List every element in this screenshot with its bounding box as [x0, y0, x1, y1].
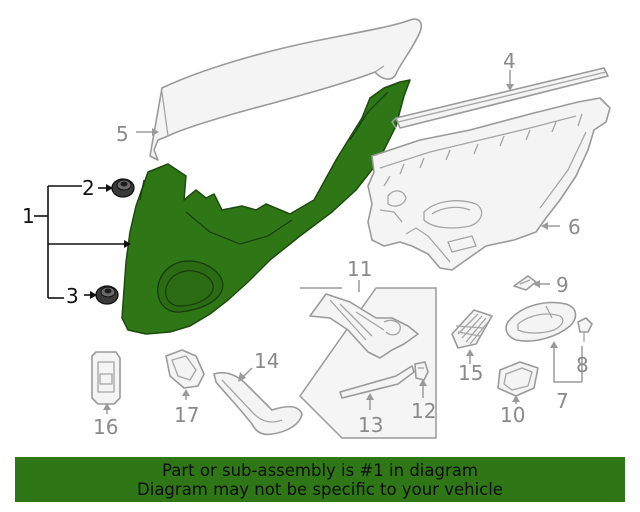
- fastener-3[interactable]: [95, 285, 119, 305]
- callout-5: 5: [116, 122, 129, 146]
- switch-bezel-17[interactable]: [165, 349, 205, 389]
- parts-diagram: 5 1 2 3 4: [22, 18, 611, 439]
- callout-4: 4: [503, 49, 516, 73]
- part-info-banner: Part or sub-assembly is #1 in diagram Di…: [15, 457, 625, 502]
- clip-12[interactable]: [414, 361, 429, 381]
- molding-14[interactable]: [213, 371, 303, 436]
- callout-13: 13: [358, 413, 383, 437]
- callout-7: 7: [556, 389, 569, 413]
- callout-6: 6: [568, 215, 581, 239]
- callout-10: 10: [500, 403, 525, 427]
- door-carrier[interactable]: [367, 97, 611, 271]
- callout-3: 3: [66, 284, 79, 308]
- armrest-bracket[interactable]: [309, 293, 419, 359]
- callout-8: 8: [576, 353, 589, 377]
- callout-15: 15: [458, 361, 483, 385]
- banner-line-1: Part or sub-assembly is #1 in diagram: [162, 461, 478, 480]
- door-handle-7[interactable]: [505, 301, 577, 342]
- switch-10[interactable]: [497, 361, 539, 397]
- clip-9[interactable]: [513, 275, 537, 291]
- callout-12: 12: [411, 399, 436, 423]
- fastener-2[interactable]: [111, 178, 135, 198]
- window-frame-trim[interactable]: [149, 18, 423, 161]
- banner-line-2: Diagram may not be specific to your vehi…: [137, 480, 503, 499]
- trim-strip-13[interactable]: [339, 365, 415, 399]
- callout-1: 1: [22, 204, 35, 228]
- callout-2: 2: [82, 176, 95, 200]
- callout-14: 14: [254, 349, 279, 373]
- callout-9: 9: [556, 273, 569, 297]
- screw-8[interactable]: [577, 317, 593, 342]
- door-trim-panel[interactable]: [121, 79, 411, 335]
- speaker-grille-15[interactable]: [451, 309, 493, 349]
- switch-module-16[interactable]: [91, 351, 121, 405]
- callout-16: 16: [93, 415, 118, 439]
- callout-11: 11: [347, 257, 372, 281]
- callout-17: 17: [174, 403, 199, 427]
- belt-weatherstrip[interactable]: [391, 67, 609, 129]
